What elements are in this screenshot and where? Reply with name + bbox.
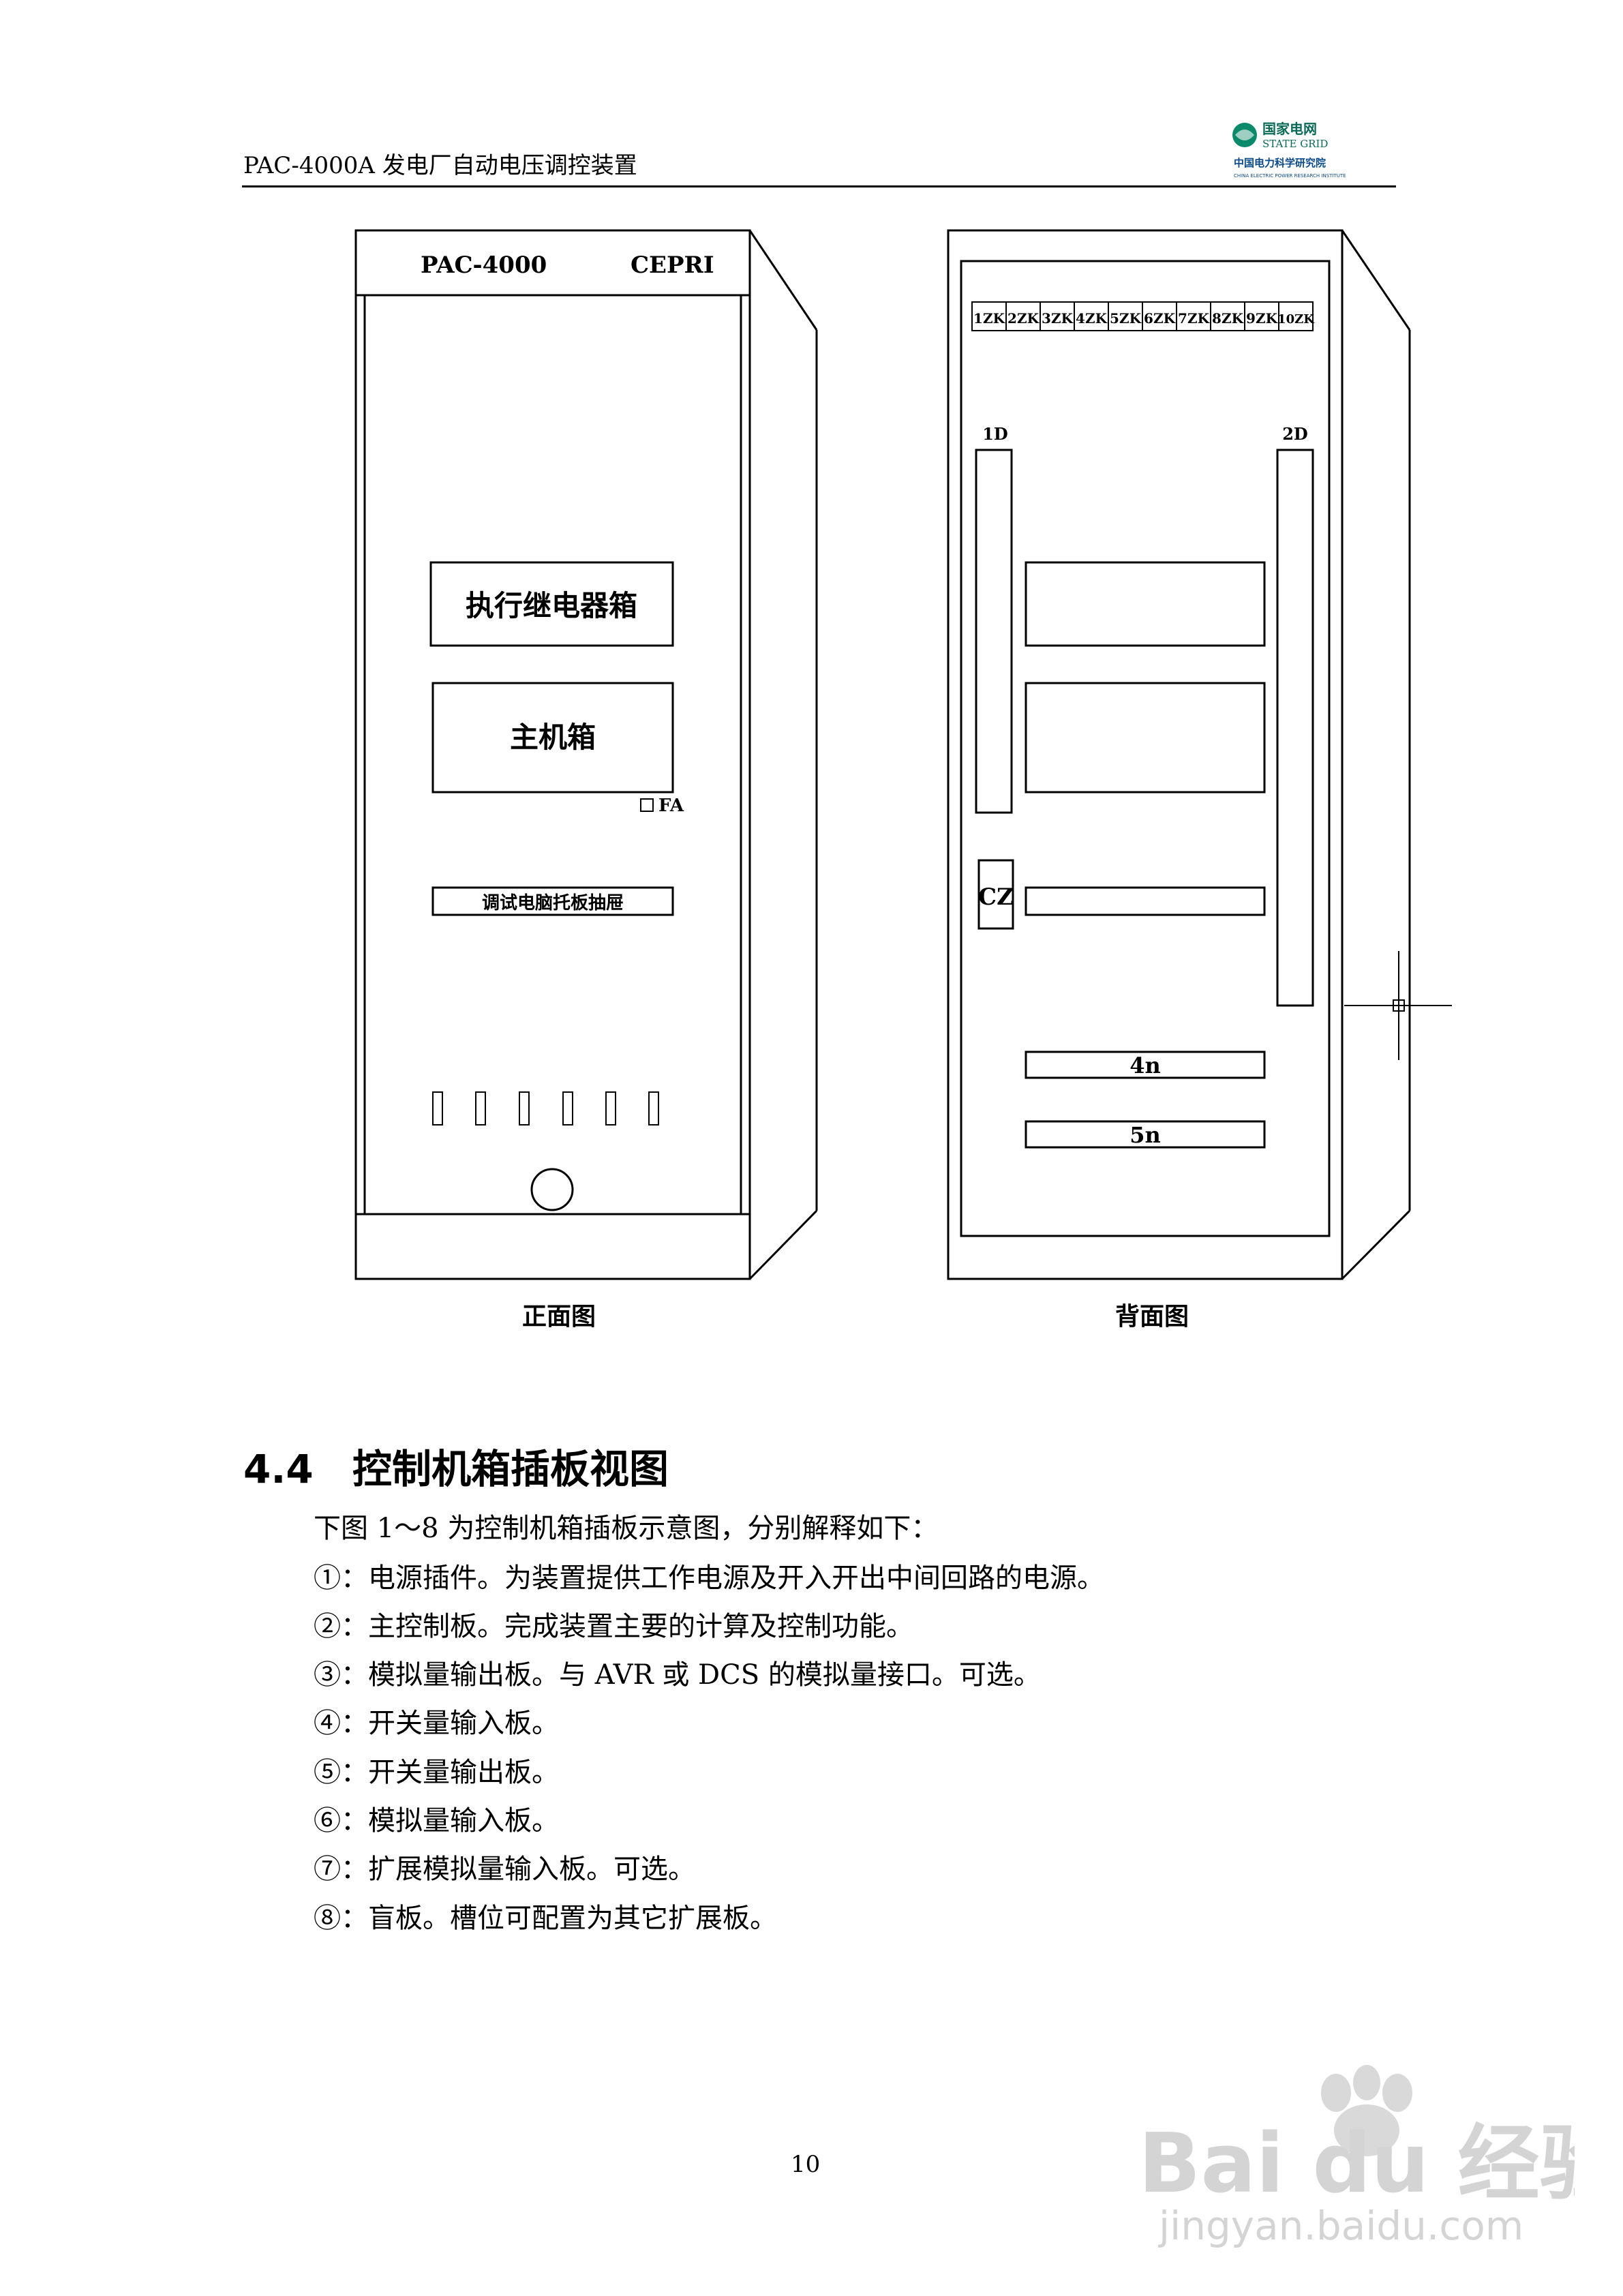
- back-caption: 背面图: [1115, 1302, 1189, 1331]
- watermark-url: jingyan.baidu.com: [1157, 2203, 1523, 2249]
- breaker-label: 3ZK: [1042, 310, 1074, 327]
- relay-box-label: 执行继电器箱: [466, 589, 637, 622]
- list-item: ⑧：盲板。槽位可配置为其它扩展板。: [314, 1903, 777, 1934]
- terminal-2d-label: 2D: [1282, 424, 1308, 444]
- front-cabinet: [354, 229, 818, 1280]
- breaker-label: 6ZK: [1144, 310, 1176, 327]
- breaker-label: 4ZK: [1076, 310, 1108, 327]
- list-item: ①：电源插件。为装置提供工作电源及开入开出中间回路的电源。: [314, 1562, 1104, 1594]
- breaker-label: 5ZK: [1110, 310, 1142, 327]
- logo-institute-cn: 中国电力科学研究院: [1234, 157, 1326, 169]
- host-box-label: 主机箱: [510, 721, 596, 754]
- front-brand-left: PAC-4000: [421, 252, 547, 279]
- front-caption: 正面图: [522, 1302, 596, 1331]
- box-5n-label: 5n: [1129, 1122, 1161, 1148]
- section-title: 控制机箱插板视图: [352, 1446, 669, 1492]
- breaker-label: 7ZK: [1178, 310, 1210, 327]
- list-item: ②：主控制板。完成装置主要的计算及控制功能。: [314, 1611, 913, 1642]
- logo-text-cn: 国家电网: [1262, 121, 1317, 137]
- back-cabinet: [947, 229, 1452, 1280]
- list-item: ⑥：模拟量输入板。: [314, 1805, 559, 1837]
- section-heading: 4.4 控制机箱插板视图: [243, 1437, 669, 1494]
- logo-text-en: STATE GRID: [1262, 138, 1328, 150]
- list-item: ⑦：扩展模拟量输入板。可选。: [314, 1854, 695, 1885]
- breaker-label: 2ZK: [1007, 310, 1040, 327]
- breaker-label: 9ZK: [1246, 310, 1278, 327]
- logo-institute-en: CHINA ELECTRIC POWER RESEARCH INSTITUTE: [1234, 173, 1346, 179]
- breaker-label: 1ZK: [973, 310, 1005, 327]
- breaker-label: 8ZK: [1212, 310, 1244, 327]
- header-title: PAC-4000A 发电厂自动电压调控装置: [243, 152, 637, 179]
- header-rule: [242, 185, 1396, 187]
- list-item: ⑤：开关量输出板。: [314, 1757, 559, 1788]
- page-number: 10: [791, 2151, 821, 2178]
- breaker-label: 10ZK: [1277, 312, 1315, 327]
- watermark-brand: Bai du 经验: [1138, 2117, 1575, 2211]
- section-number: 4.4: [243, 1446, 314, 1492]
- baidu-paw-icon: [1321, 2065, 1412, 2156]
- fa-label: FA: [658, 796, 684, 816]
- list-item: ③：模拟量输出板。与 AVR 或 DCS 的模拟量接口。可选。: [314, 1659, 1041, 1691]
- front-lock-knob: [530, 1168, 574, 1211]
- state-grid-logo: 国家电网 STATE GRID 中国电力科学研究院 CHINA ELECTRIC…: [1232, 121, 1346, 179]
- front-brand-right: CEPRI: [631, 252, 714, 279]
- terminal-1d-label: 1D: [982, 424, 1008, 444]
- list-item: ④：开关量输入板。: [314, 1708, 559, 1739]
- breaker-cell: [1278, 301, 1314, 331]
- tray-label: 调试电脑托板抽屉: [482, 893, 624, 913]
- cz-label: CZ: [978, 883, 1014, 911]
- section-intro: 下图 1～8 为控制机箱插板示意图，分别解释如下：: [314, 1513, 939, 1544]
- baidu-watermark: Bai du 经验 jingyan.baidu.com: [1138, 2065, 1575, 2249]
- box-4n-label: 4n: [1129, 1053, 1161, 1078]
